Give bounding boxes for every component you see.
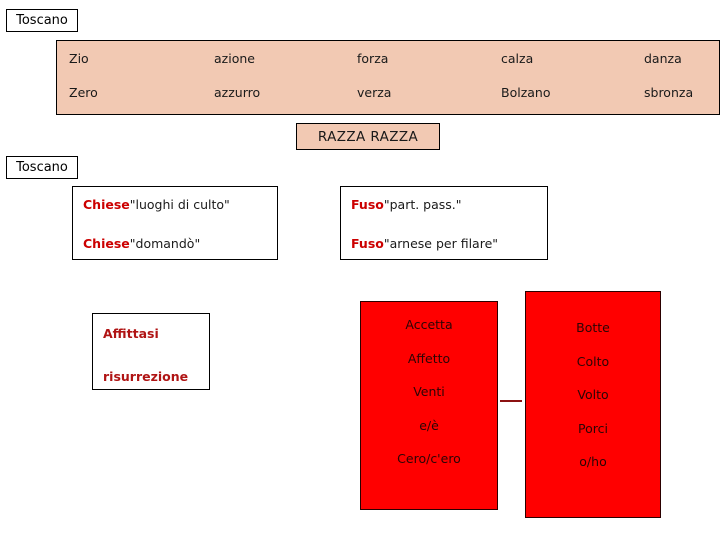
gloss-line: Fuso"part. pass." <box>351 197 537 212</box>
table-cell: sbronza <box>644 85 694 100</box>
label-toscano-middle-text: Toscano <box>16 160 68 175</box>
stress-line: Affittasi <box>103 326 159 341</box>
red-line: Porci <box>578 420 608 436</box>
gloss-line: Chiese"luoghi di culto" <box>83 197 267 212</box>
gloss-lemma: Chiese <box>83 197 130 212</box>
table-cell: Bolzano <box>501 85 551 100</box>
red-line: o/ho <box>579 454 607 469</box>
fuso-box: Fuso"part. pass." Fuso"arnese per filare… <box>340 186 548 260</box>
table-cell: calza <box>501 51 534 66</box>
red-line: Cero/c'ero <box>397 451 461 466</box>
table-cell: azzurro <box>214 85 261 100</box>
connector-line <box>500 400 522 402</box>
stress-box: Affittasi risurrezione <box>92 313 210 390</box>
stress-line: risurrezione <box>103 368 189 384</box>
label-toscano-top-text: Toscano <box>16 13 68 28</box>
table-cell: verza <box>357 85 392 100</box>
red-line: Volto <box>577 387 609 402</box>
gloss-text: "luoghi di culto" <box>129 197 230 212</box>
razza-strip: RAZZA RAZZA <box>296 123 440 150</box>
red-line: e/è <box>419 417 439 433</box>
gloss-lemma: Chiese <box>83 235 130 251</box>
gloss-lemma: Fuso <box>351 197 384 212</box>
gloss-text: "domandò" <box>129 235 201 251</box>
red-box-left: Accetta Affetto Venti e/è Cero/c'ero <box>360 301 498 510</box>
razza-strip-text: RAZZA RAZZA <box>317 128 419 145</box>
table-cell: Zio <box>69 51 89 66</box>
label-toscano-top: Toscano <box>6 9 78 32</box>
gloss-lemma: Fuso <box>351 235 384 251</box>
red-box-right: Botte Colto Volto Porci o/ho <box>525 291 661 518</box>
table-cell: danza <box>644 51 682 66</box>
gloss-text: "arnese per filare" <box>383 235 499 251</box>
red-line: Affetto <box>407 350 451 366</box>
red-line: Venti <box>413 384 445 399</box>
gloss-line: Fuso"arnese per filare" <box>351 235 537 251</box>
label-toscano-middle: Toscano <box>6 156 78 179</box>
gloss-text: "part. pass." <box>383 197 462 212</box>
red-line: Botte <box>576 320 610 335</box>
red-line: Accetta <box>405 317 453 332</box>
chiese-box: Chiese"luoghi di culto" Chiese"domandò" <box>72 186 278 260</box>
table-cell: azione <box>214 51 255 66</box>
table-cell: forza <box>357 51 389 66</box>
gloss-line: Chiese"domandò" <box>83 235 267 251</box>
word-table: Zio azione forza calza danza Zero azzurr… <box>56 40 720 115</box>
table-cell: Zero <box>69 85 98 100</box>
red-line: Colto <box>576 353 610 369</box>
